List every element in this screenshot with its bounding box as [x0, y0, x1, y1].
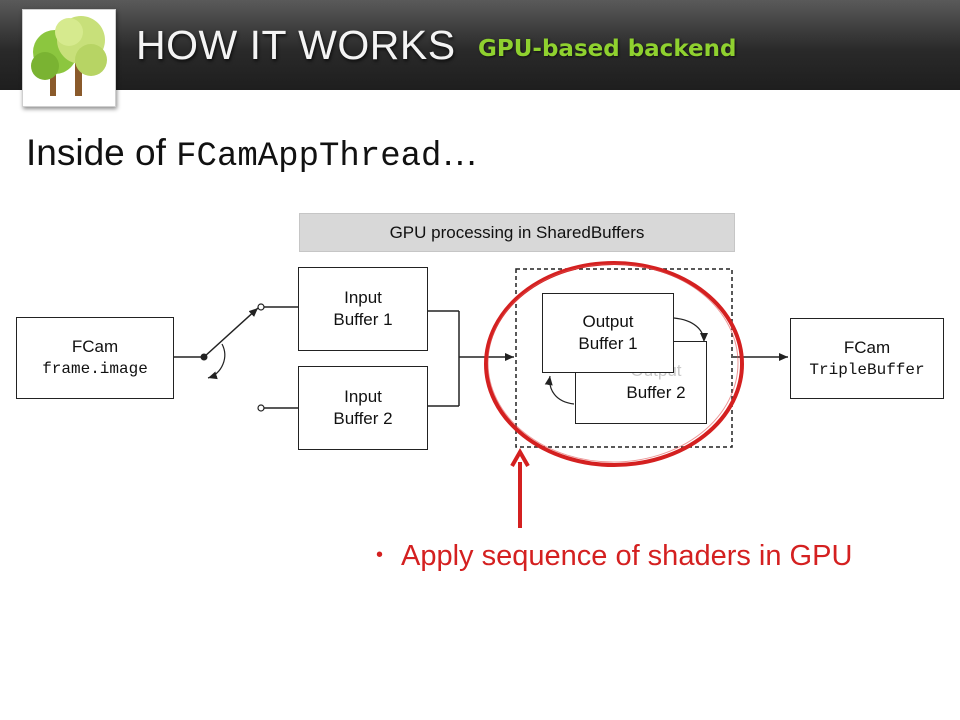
- swap-arrow-right: [673, 317, 708, 343]
- output-buffer-1-box: Output Buffer 1: [542, 293, 674, 373]
- heading-suffix: …: [441, 132, 479, 173]
- annotation-text: Apply sequence of shaders in GPU: [401, 540, 853, 572]
- switch-arm: [203, 307, 259, 358]
- heading-prefix: Inside of: [26, 132, 177, 173]
- highlight-ellipse: [484, 261, 744, 467]
- highlight-arrow-head: [510, 447, 530, 467]
- input-buffer-1-box: Input Buffer 1: [298, 267, 428, 351]
- output-buffer-2-line2: Buffer 2: [626, 383, 686, 402]
- output-buffer-1-line1: Output: [582, 312, 634, 331]
- header-subtitle: GPU-based backend: [478, 36, 737, 62]
- input-buffer-1-line1: Input: [344, 288, 382, 307]
- input-buffer-1-line2: Buffer 1: [333, 310, 393, 329]
- sink-code: TripleBuffer: [809, 360, 925, 379]
- swap-arrow-left: [544, 375, 575, 405]
- sink-box: FCam TripleBuffer: [790, 318, 944, 399]
- header-bar: HOW IT WORKS GPU-based backend: [0, 0, 960, 107]
- heading-code: FCamAppThread: [176, 138, 442, 176]
- header-title: HOW IT WORKS: [136, 22, 456, 68]
- gpu-region: [515, 268, 733, 448]
- output-buffer-1-line2: Buffer 1: [578, 334, 638, 353]
- input-buffer-2-line1: Input: [344, 387, 382, 406]
- annotation-bullet: • Apply sequence of shaders in GPU: [376, 540, 852, 573]
- tree-logo-icon: [22, 9, 116, 107]
- source-label: FCam: [71, 337, 119, 356]
- highlight-ellipse-inner: [487, 263, 739, 463]
- switch-rotation-arrow: [207, 343, 226, 380]
- input-buffer-2-line2: Buffer 2: [333, 409, 393, 428]
- input-buffer-2-box: Input Buffer 2: [298, 366, 428, 450]
- gpu-processing-banner: GPU processing in SharedBuffers: [299, 213, 735, 252]
- slide-heading: Inside of FCamAppThread…: [26, 132, 478, 176]
- bullet-dot: •: [376, 544, 384, 566]
- source-box: FCam frame.image: [16, 317, 174, 399]
- source-code: frame.image: [42, 360, 148, 378]
- sink-label: FCam: [843, 337, 891, 357]
